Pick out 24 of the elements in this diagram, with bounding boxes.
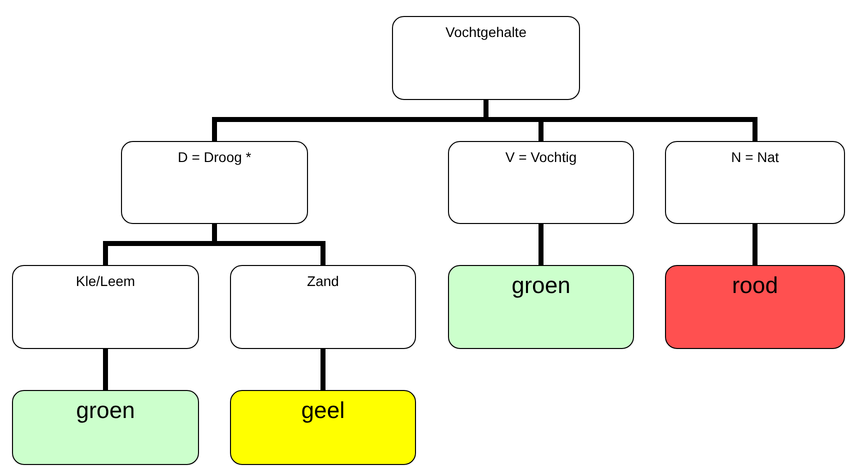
category-box: [12, 390, 199, 465]
box-label: groen: [510, 272, 572, 299]
box-label: geel: [300, 397, 346, 424]
box-label: V = Vochtig: [504, 149, 578, 165]
category-box: [665, 141, 845, 224]
category-box: [230, 265, 416, 349]
category-box: [230, 390, 416, 465]
category-box: [392, 16, 580, 100]
box-label: groen: [75, 397, 136, 424]
box-label: Zand: [306, 273, 340, 289]
box-label: D = Droog *: [176, 149, 252, 165]
category-box: [121, 141, 308, 224]
box-label: rood: [730, 272, 780, 299]
category-box: [448, 265, 634, 349]
category-box: [448, 141, 634, 224]
connector-line: [538, 224, 544, 265]
connector-line: [320, 349, 326, 390]
category-box: [12, 265, 199, 349]
box-label: Kle/Leem: [74, 273, 136, 289]
category-box: [665, 265, 845, 349]
connector-line: [103, 349, 108, 390]
connector-line: [752, 224, 758, 265]
box-label: N = Nat: [730, 149, 780, 165]
box-label: Vochtgehalte: [444, 24, 528, 40]
